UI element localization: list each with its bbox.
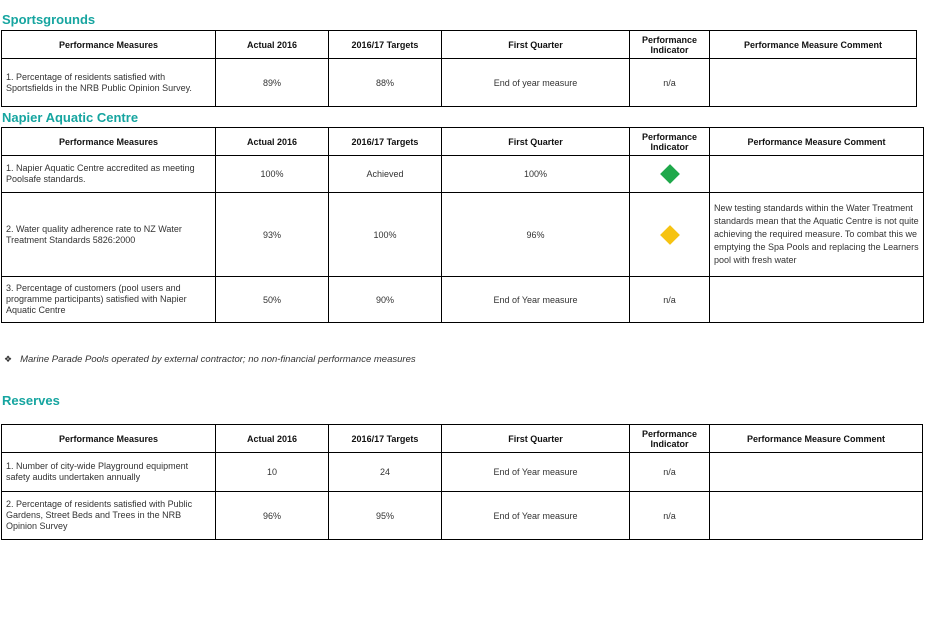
indicator-cell bbox=[629, 155, 710, 193]
header-first-quarter: First Quarter bbox=[441, 424, 630, 453]
measure-cell: 2. Water quality adherence rate to NZ Wa… bbox=[1, 192, 216, 277]
actual-cell: 93% bbox=[215, 192, 329, 277]
header-targets: 2016/17 Targets bbox=[328, 127, 442, 156]
actual-cell: 50% bbox=[215, 276, 329, 323]
header-actual: Actual 2016 bbox=[215, 424, 329, 453]
actual-cell: 96% bbox=[215, 491, 329, 540]
marine-parade-note: ❖ Marine Parade Pools operated by externa… bbox=[4, 354, 416, 365]
header-measures: Performance Measures bbox=[1, 424, 216, 453]
diamond-bullet-icon: ❖ bbox=[4, 354, 13, 364]
reserves-table: Performance Measures Actual 2016 2016/17… bbox=[1, 424, 923, 540]
first-quarter-cell: End of Year measure bbox=[441, 276, 630, 323]
comment-cell bbox=[709, 155, 924, 193]
header-actual: Actual 2016 bbox=[215, 30, 329, 59]
target-cell: 100% bbox=[328, 192, 442, 277]
indicator-cell: n/a bbox=[629, 491, 710, 540]
first-quarter-cell: End of year measure bbox=[441, 58, 630, 107]
table-header-row: Performance Measures Actual 2016 2016/17… bbox=[1, 30, 917, 59]
indicator-cell bbox=[629, 192, 710, 277]
first-quarter-cell: 100% bbox=[441, 155, 630, 193]
aquatic-table: Performance Measures Actual 2016 2016/17… bbox=[1, 127, 924, 323]
target-cell: 24 bbox=[328, 452, 442, 492]
table-row: 1. Napier Aquatic Centre accredited as m… bbox=[1, 155, 924, 193]
amber-diamond-icon bbox=[659, 224, 680, 245]
header-indicator: Performance Indicator bbox=[629, 424, 710, 453]
table-row: 2. Water quality adherence rate to NZ Wa… bbox=[1, 192, 924, 277]
header-measures: Performance Measures bbox=[1, 127, 216, 156]
header-indicator: Performance Indicator bbox=[629, 127, 710, 156]
table-row: 1. Number of city-wide Playground equipm… bbox=[1, 452, 923, 492]
table-row: 2. Percentage of residents satisfied wit… bbox=[1, 491, 923, 540]
note-text: Marine Parade Pools operated by external… bbox=[20, 354, 416, 365]
actual-cell: 100% bbox=[215, 155, 329, 193]
header-indicator: Performance Indicator bbox=[629, 30, 710, 59]
comment-cell bbox=[709, 58, 917, 107]
indicator-cell: n/a bbox=[629, 58, 710, 107]
target-cell: 95% bbox=[328, 491, 442, 540]
table-header-row: Performance Measures Actual 2016 2016/17… bbox=[1, 127, 924, 156]
header-targets: 2016/17 Targets bbox=[328, 30, 442, 59]
first-quarter-cell: End of Year measure bbox=[441, 452, 630, 492]
header-first-quarter: First Quarter bbox=[441, 127, 630, 156]
first-quarter-cell: End of Year measure bbox=[441, 491, 630, 540]
target-cell: Achieved bbox=[328, 155, 442, 193]
header-comment: Performance Measure Comment bbox=[709, 127, 924, 156]
table-row: 3. Percentage of customers (pool users a… bbox=[1, 276, 924, 323]
green-diamond-icon bbox=[659, 164, 680, 184]
comment-cell bbox=[709, 491, 923, 540]
measure-cell: 1. Number of city-wide Playground equipm… bbox=[1, 452, 216, 492]
header-comment: Performance Measure Comment bbox=[709, 30, 917, 59]
sportsgrounds-table: Performance Measures Actual 2016 2016/17… bbox=[1, 30, 917, 107]
comment-cell bbox=[709, 452, 923, 492]
header-measures: Performance Measures bbox=[1, 30, 216, 59]
sportsgrounds-heading: Sportsgrounds bbox=[2, 12, 96, 27]
header-comment: Performance Measure Comment bbox=[709, 424, 923, 453]
table-row: 1. Percentage of residents satisfied wit… bbox=[1, 58, 917, 107]
measure-cell: 2. Percentage of residents satisfied wit… bbox=[1, 491, 216, 540]
header-first-quarter: First Quarter bbox=[441, 30, 630, 59]
measure-cell: 1. Napier Aquatic Centre accredited as m… bbox=[1, 155, 216, 193]
header-targets: 2016/17 Targets bbox=[328, 424, 442, 453]
aquatic-heading: Napier Aquatic Centre bbox=[2, 110, 139, 125]
measure-cell: 3. Percentage of customers (pool users a… bbox=[1, 276, 216, 323]
first-quarter-cell: 96% bbox=[441, 192, 630, 277]
target-cell: 90% bbox=[328, 276, 442, 323]
reserves-heading: Reserves bbox=[2, 393, 60, 408]
table-header-row: Performance Measures Actual 2016 2016/17… bbox=[1, 424, 923, 453]
actual-cell: 10 bbox=[215, 452, 329, 492]
indicator-cell: n/a bbox=[629, 452, 710, 492]
measure-cell: 1. Percentage of residents satisfied wit… bbox=[1, 58, 216, 107]
comment-cell: New testing standards within the Water T… bbox=[709, 192, 924, 277]
header-actual: Actual 2016 bbox=[215, 127, 329, 156]
actual-cell: 89% bbox=[215, 58, 329, 107]
comment-cell bbox=[709, 276, 924, 323]
target-cell: 88% bbox=[328, 58, 442, 107]
indicator-cell: n/a bbox=[629, 276, 710, 323]
